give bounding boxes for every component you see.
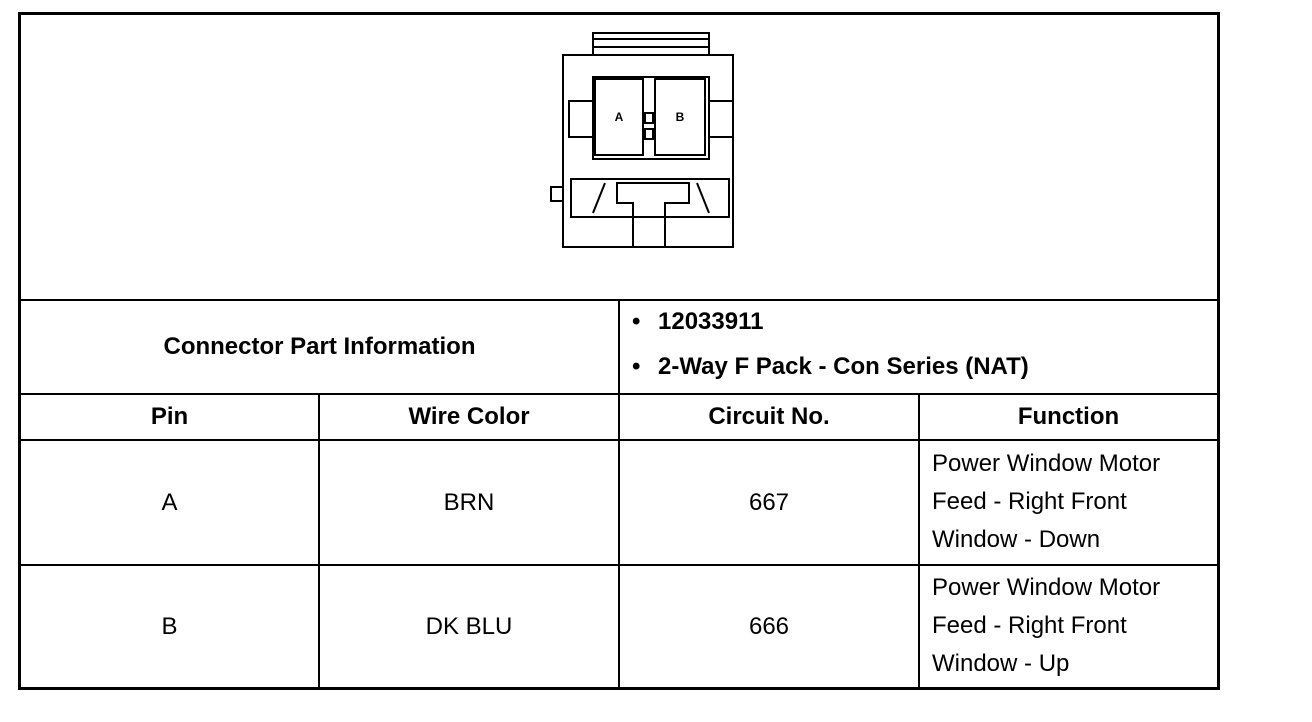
- row-a-wire-color: BRN: [443, 488, 495, 516]
- row-a-function-line: Window - Down: [932, 526, 1101, 553]
- row-a-circuit: 667: [748, 488, 790, 516]
- rule-under-diagram: [21, 299, 1217, 301]
- row-b-pin: B: [161, 612, 178, 640]
- rule-col-circuit: [618, 301, 620, 687]
- row-b-circuit: 666: [748, 612, 790, 640]
- connector-info-label: Connector Part Information: [163, 333, 476, 360]
- cavity-b-label: B: [676, 110, 685, 124]
- row-a-pin: A: [161, 488, 178, 516]
- row-b-function-line: Window - Up: [932, 650, 1070, 677]
- cavity-b: [654, 78, 706, 156]
- connector-info-list: 12033911 2-Way F Pack - Con Series (NAT): [620, 302, 1217, 395]
- row-b-wire-color: DK BLU: [425, 612, 513, 640]
- header-function: Function: [1017, 403, 1120, 430]
- part-number: 12033911: [632, 308, 763, 336]
- row-a-function-line: Feed - Right Front: [932, 488, 1127, 515]
- cavity-a: [594, 78, 644, 156]
- row-b-function-line: Power Window Motor: [932, 574, 1161, 601]
- row-a-function: Power Window Motor Feed - Right Front Wi…: [920, 445, 1202, 559]
- rule-col-wire: [318, 395, 320, 687]
- connector-series: 2-Way F Pack - Con Series (NAT): [632, 353, 1029, 381]
- connector-diagram: A B: [550, 32, 734, 248]
- row-a-function-line: Power Window Motor: [932, 450, 1161, 477]
- header-circuit-no: Circuit No.: [708, 403, 830, 430]
- row-b-function-line: Feed - Right Front: [932, 612, 1127, 639]
- header-pin: Pin: [150, 403, 189, 430]
- cavity-a-label: A: [615, 110, 624, 124]
- rule-col-function: [918, 395, 920, 687]
- header-wire-color: Wire Color: [408, 403, 530, 430]
- connector-end-view-sheet: A B Connector Part Information 12033911 …: [18, 12, 1220, 690]
- row-b-function: Power Window Motor Feed - Right Front Wi…: [920, 569, 1202, 683]
